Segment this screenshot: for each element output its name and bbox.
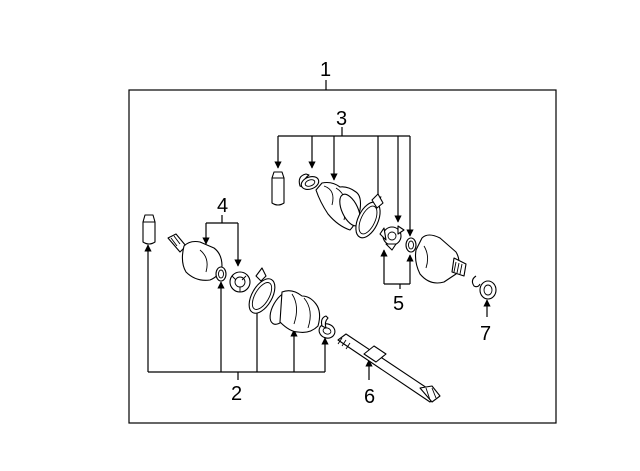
boot-clamp-small-inner [298,173,320,190]
circlip-inner [471,275,481,288]
callout-6: 6 [364,386,375,408]
leader-group-5 [380,249,414,289]
callout-7: 7 [480,323,491,345]
tripod-joint-inner [379,225,405,251]
boot-inner [315,181,362,231]
snap-ring-inner [405,237,417,253]
callout-1: 1 [320,59,331,81]
bearing-cage [229,271,251,293]
boot-outer [269,290,321,333]
grease-tube-outer [142,214,156,245]
boot-clamp-small-outer [318,315,336,339]
callout-4: 4 [217,195,228,217]
dust-seal [479,280,497,300]
leader-group-4 [202,215,242,267]
callout-2: 2 [231,383,242,405]
snap-ring-outer [215,266,227,282]
boot-clamp-large-inner [355,193,384,239]
callout-5: 5 [393,293,404,315]
assembly-frame [128,89,557,424]
outer-joint [167,233,223,281]
grease-tube-inner [271,171,285,206]
callout-3: 3 [336,108,347,130]
drive-shaft [337,333,441,403]
leader-group-3 [274,127,414,237]
inner-housing [414,234,467,284]
boot-clamp-large-outer [248,267,276,314]
